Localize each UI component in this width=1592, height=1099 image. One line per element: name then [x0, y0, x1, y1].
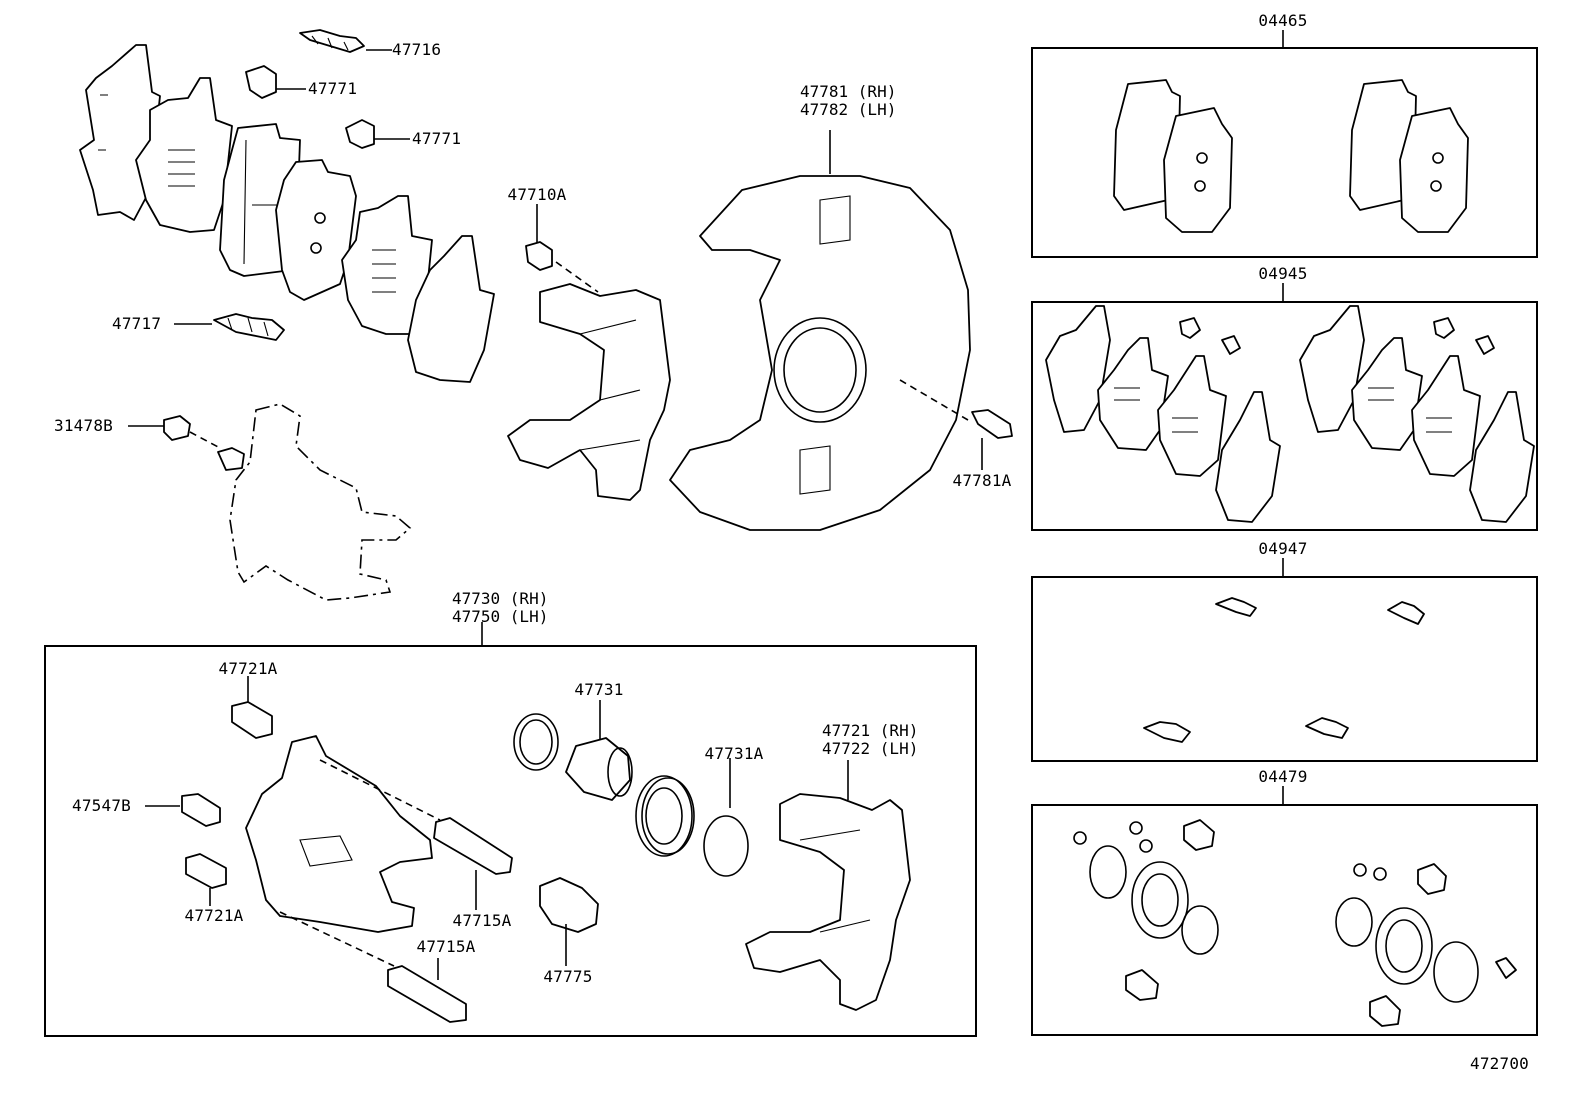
bolt-47721a-top: [231, 676, 273, 739]
kit-box-04945: [1031, 283, 1538, 531]
kit-04947-clip-4: [1305, 717, 1349, 739]
caliper-bracket-47721: [745, 760, 911, 1011]
part-label-47715a-bottom: 47715A: [416, 937, 476, 956]
brake-pad-inner: [275, 159, 357, 301]
part-label-caliper-bracket: 47721 (RH) 47722 (LH): [822, 722, 918, 758]
part-label-47782-lh: 47782 (LH): [800, 100, 897, 119]
slide-pin-47715a-bottom: [387, 958, 467, 1023]
caliper-cylinder-body: [245, 735, 441, 967]
part-label-31478b: 31478B: [54, 416, 113, 435]
anti-squeal-shim-3: [341, 195, 433, 335]
pad-clip-47771-b: [345, 119, 410, 149]
kit-04947-clip-2: [1387, 601, 1425, 625]
bleeder-cap-31478b: [128, 415, 221, 449]
anti-squeal-shim-inner: [135, 77, 233, 233]
kit-04479-seals-right: [1335, 863, 1517, 1027]
diagram-number: 472700: [1470, 1054, 1529, 1073]
kit-04945-shim-set-left: [1045, 305, 1281, 523]
pad-support-plate-47717: [174, 313, 285, 341]
part-label-47775: 47775: [543, 967, 593, 986]
kit-04947-clip-1: [1215, 597, 1257, 617]
part-label-47710a: 47710A: [507, 185, 567, 204]
kit-box-04465: [1031, 30, 1538, 258]
part-label-47721-rh: 47721 (RH): [822, 721, 919, 740]
pad-support-plate-47716: [299, 29, 392, 53]
part-label-47547b: 47547B: [72, 796, 131, 815]
kit-04947-clip-3: [1143, 721, 1191, 743]
bolt-47721a-bottom: [185, 853, 227, 906]
piston-boot: [635, 775, 695, 857]
part-label-47731a: 47731A: [704, 744, 764, 763]
piston-seal-ring: [513, 713, 559, 771]
part-label-47771-b: 47771: [412, 129, 462, 148]
pad-clip-47771-a: [245, 65, 306, 99]
part-label-47722-lh: 47722 (LH): [822, 739, 919, 758]
part-label-47716: 47716: [392, 40, 442, 59]
part-label-47771-a: 47771: [308, 79, 358, 98]
piston-seal-47731a: [703, 758, 749, 877]
part-label-47781a: 47781A: [952, 471, 1012, 490]
dust-shield-bolt-47781a: [971, 409, 1013, 470]
caliper-mounting-bracket: [507, 283, 671, 501]
part-label-47730-rh: 47730 (RH): [452, 589, 549, 608]
part-label-47717: 47717: [112, 314, 162, 333]
kit-box-04947: [1031, 558, 1538, 762]
part-label-47721a-bottom: 47721A: [184, 906, 244, 925]
kit-04479-seals-left: [1073, 819, 1219, 1001]
part-label-47781-rh: 47781 (RH): [800, 82, 897, 101]
boot-47775: [539, 877, 599, 966]
part-label-47731: 47731: [574, 680, 624, 699]
part-label-47715a-right: 47715A: [452, 911, 512, 930]
anti-squeal-shim-4: [407, 235, 495, 383]
kit-04465-pad-set-right: [1349, 79, 1469, 233]
bleeder-plug-47547b: [145, 793, 221, 827]
kit-label-shims: 04945: [1258, 264, 1308, 283]
kit-label-pads: 04465: [1258, 11, 1308, 30]
kit-04465-pad-set-left: [1113, 79, 1233, 233]
caliper-body-reference: [217, 403, 412, 601]
caliper-assembly-box: [44, 622, 977, 1037]
dust-shield-47781: [669, 130, 971, 531]
kit-box-04479: [1031, 786, 1538, 1036]
kit-label-clips: 04947: [1258, 539, 1308, 558]
caliper-bolt-47710a: [525, 204, 599, 293]
slide-pin-47715a-right: [433, 817, 513, 910]
part-label-47750-lh: 47750 (LH): [452, 607, 549, 626]
part-label-caliper-assembly: 47730 (RH) 47750 (LH): [452, 590, 548, 626]
piston-47731: [565, 700, 633, 801]
kit-label-seals: 04479: [1258, 767, 1308, 786]
part-label-dust-shield: 47781 (RH) 47782 (LH): [800, 83, 896, 119]
part-label-47721a-top: 47721A: [218, 659, 278, 678]
kit-04945-shim-set-right: [1299, 305, 1535, 523]
